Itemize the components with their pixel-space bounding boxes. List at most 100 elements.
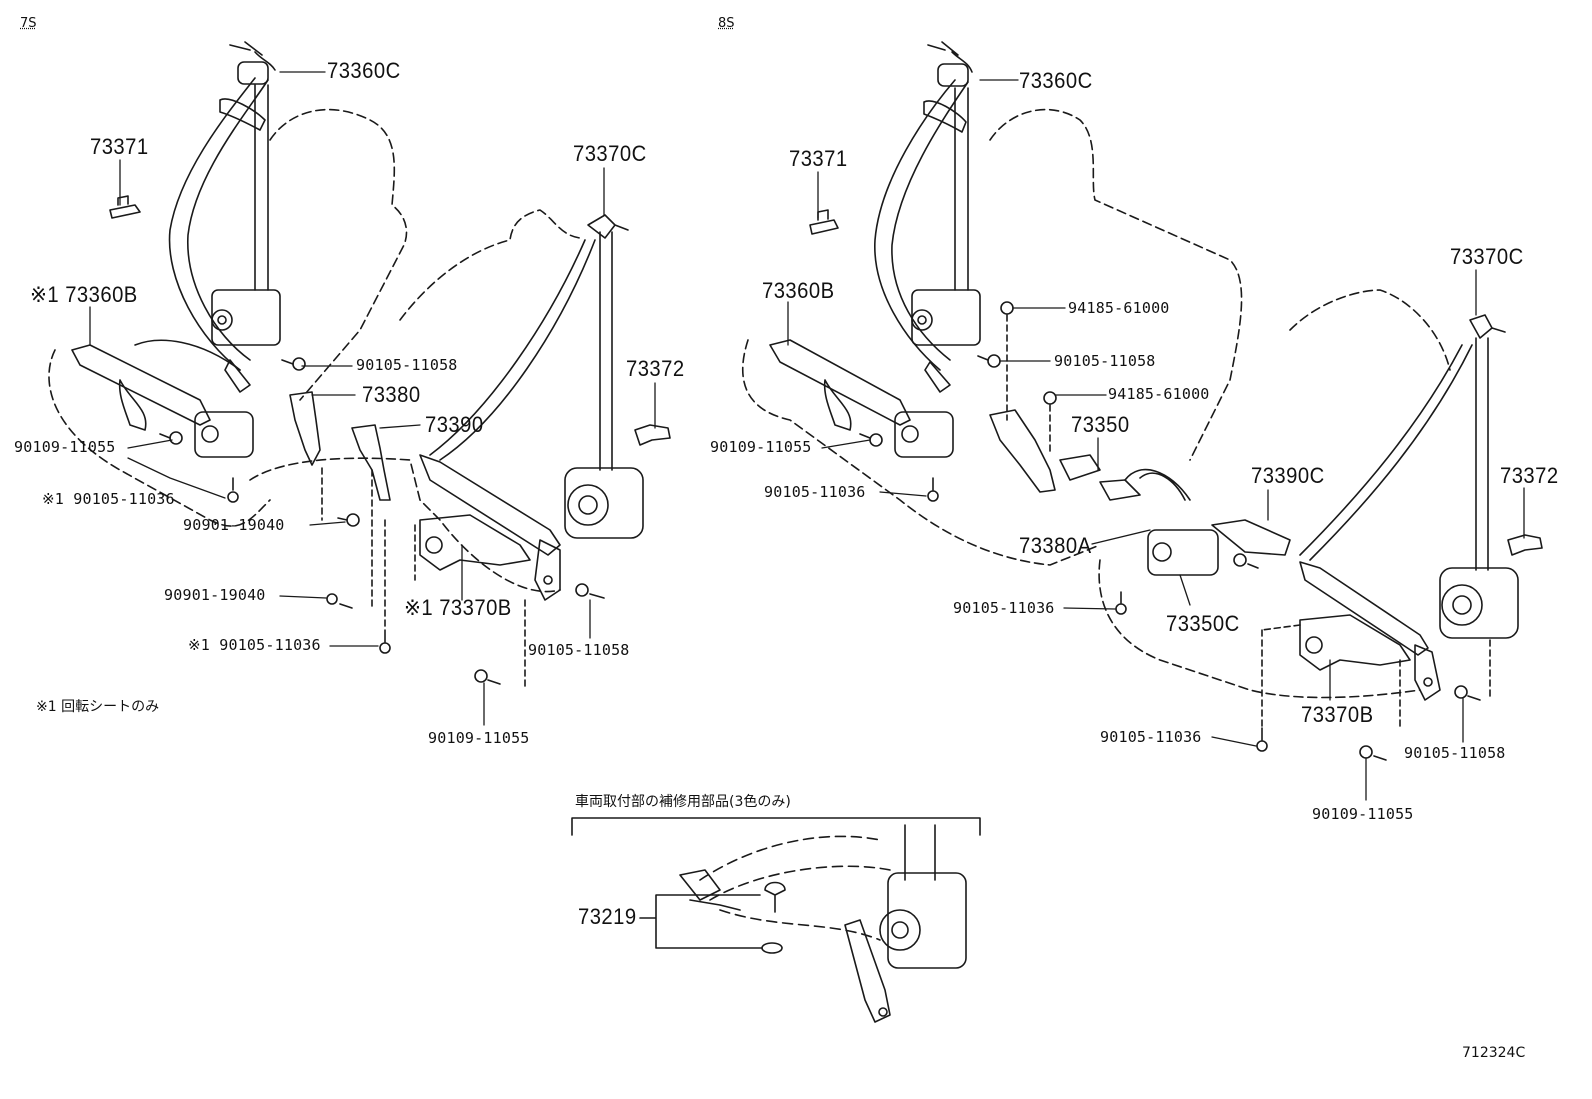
repair-retractor	[887, 872, 967, 969]
clip-73371	[109, 195, 141, 219]
r-lap-anchor	[823, 379, 852, 431]
r-anchor-plate	[937, 63, 969, 87]
label-left-90109-11055-b: 90109-11055	[428, 729, 530, 747]
r-cushion-outline	[741, 339, 1101, 566]
r-retractor-73370b	[1299, 614, 1411, 671]
belt-guide	[219, 98, 266, 131]
retractor-73370c	[564, 467, 644, 539]
label-center-73219: 73219	[578, 904, 637, 929]
r-shoulder-belt-73370c	[1299, 337, 1489, 571]
section-tag-7s: 7S	[20, 16, 37, 31]
upper-anchor-bolt	[229, 41, 276, 71]
label-right-90109-11055-b: 90109-11055	[1312, 805, 1414, 823]
right-seat-back-outline-7s	[399, 209, 581, 321]
label-left-73390: 73390	[425, 412, 484, 437]
label-right-90105-11036-c: 90105-11036	[1100, 728, 1202, 746]
r-retractor-tail	[924, 361, 951, 393]
note-repair-parts: 車両取付部の補修用部品(3色のみ)	[575, 794, 791, 810]
shoulder-belt-left	[168, 77, 269, 371]
repair-vertical-belt	[904, 824, 936, 881]
buckle-retractor-spool	[201, 425, 219, 443]
label-right-73390C: 73390C	[1251, 463, 1325, 488]
buckle-73380	[289, 391, 321, 466]
leader-73219	[639, 894, 763, 949]
buckle-retractor-left	[194, 411, 254, 458]
retractor-73350c-spool	[1152, 542, 1172, 562]
retractor-73350c	[1147, 529, 1219, 576]
label-right-94185-61000-b: 94185-61000	[1108, 385, 1210, 403]
retractor-73370b	[419, 514, 531, 571]
label-left-90105-11036-b: ※1 90105-11036	[188, 636, 321, 654]
retractor-73370c-spool	[567, 484, 609, 526]
lap-belt-left	[71, 344, 211, 426]
r-upper-anchor	[927, 41, 973, 73]
label-right-73380A: 73380A	[1019, 533, 1092, 558]
buckle-73390c	[1211, 519, 1291, 556]
label-left-73372: 73372	[626, 356, 685, 381]
label-left-73370C: 73370C	[573, 141, 647, 166]
repair-tongue	[844, 919, 891, 1023]
right-assembly-8s	[741, 41, 1543, 761]
r-upper-anchor-73370c	[1469, 314, 1506, 339]
part-73219-washer	[761, 942, 783, 954]
seat-belt-arc	[134, 339, 241, 371]
r-retractor-73370b-spool	[1305, 636, 1323, 654]
r-retractor-73370c-spool	[1441, 584, 1483, 626]
r-seat-back-outline	[989, 108, 1243, 461]
label-right-90105-11058-a: 90105-11058	[1054, 352, 1156, 370]
r-belt-guide	[923, 100, 967, 133]
retractor-tail	[224, 359, 251, 393]
shoulder-belt-73370c	[429, 231, 613, 471]
tongue-73370c	[534, 539, 561, 601]
r-clip-73371	[809, 209, 839, 235]
belt-73350	[1124, 468, 1191, 501]
clip-73372	[634, 424, 671, 446]
r-right-seat-outline	[1098, 289, 1451, 699]
repair-retractor-hub	[891, 921, 909, 939]
repair-anchor	[679, 869, 741, 911]
label-right-73360B: 73360B	[762, 278, 835, 303]
label-left-90105-11036-a: ※1 90105-11036	[42, 490, 175, 508]
left-seat-back-outline	[269, 108, 408, 401]
leaders-right	[1006, 314, 1491, 731]
lap-belt-73370c	[419, 454, 561, 556]
r-retractor-73370c-hub	[1452, 595, 1472, 615]
r-retractor-spool-inner	[917, 315, 927, 325]
label-right-90105-11058-b: 90105-11058	[1404, 744, 1506, 762]
left-assembly-7s	[48, 41, 671, 691]
repair-tongue-hole	[878, 1007, 888, 1017]
label-right-73370C: 73370C	[1450, 244, 1524, 269]
label-right-90109-11055-a: 90109-11055	[710, 438, 812, 456]
label-right-90105-11036-a: 90105-11036	[764, 483, 866, 501]
label-left-90109-11055-a: 90109-11055	[14, 438, 116, 456]
bolts-left	[159, 357, 605, 685]
label-left-73370B: ※1 73370B	[404, 595, 512, 620]
r-retractor-spool	[911, 309, 933, 331]
repair-bracket-line	[571, 817, 981, 836]
label-right-73372: 73372	[1500, 463, 1559, 488]
buckle-73380a	[989, 409, 1056, 493]
label-right-73371: 73371	[789, 146, 848, 171]
tongue-hole	[543, 575, 553, 585]
retractor-73370c-hub	[578, 495, 598, 515]
r-buckle-retractor	[894, 411, 954, 458]
label-right-73360C: 73360C	[1019, 68, 1093, 93]
label-left-73360C: 73360C	[327, 58, 401, 83]
buckle-73390	[351, 424, 391, 501]
retractor-spool-inner	[217, 315, 227, 325]
r-tongue-73370c	[1414, 644, 1441, 701]
label-right-94185-61000-a: 94185-61000	[1068, 299, 1170, 317]
r-tongue-hole	[1423, 677, 1433, 687]
label-leader-lines	[89, 71, 1525, 801]
label-left-90105-11058-a: 90105-11058	[356, 356, 458, 374]
figure-id: 712324C	[1462, 1045, 1526, 1061]
label-right-73370B: 73370B	[1301, 702, 1374, 727]
repair-retractor-spool	[879, 909, 921, 951]
note-swivel-seat: ※1 回転シートのみ	[36, 699, 160, 715]
label-left-73371: 73371	[90, 134, 149, 159]
r-lap-belt	[769, 339, 911, 426]
upper-anchor-73370c	[587, 214, 629, 239]
repair-belt-ghost	[699, 835, 891, 941]
repair-parts-detail	[571, 817, 981, 1023]
